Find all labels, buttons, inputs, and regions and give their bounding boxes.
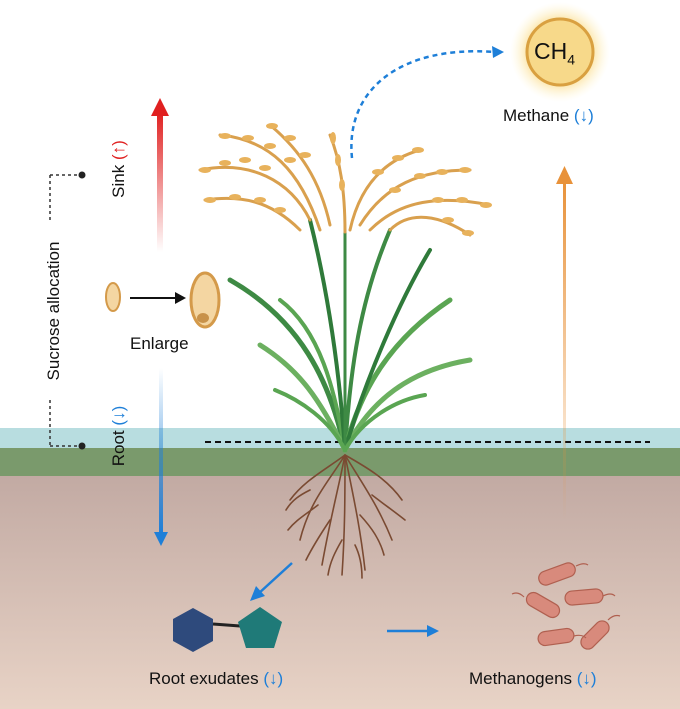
- root-exudates-decrease-arrow: (↓): [263, 669, 284, 688]
- sink-text: Sink: [109, 164, 128, 198]
- methanogens-decrease-arrow: (↓): [576, 669, 597, 688]
- methanogens-label: Methanogens (↓): [469, 669, 597, 689]
- root-exudates-text: Root exudates: [149, 669, 259, 688]
- methanogen-arrowhead: [427, 625, 439, 637]
- small-grain: [105, 282, 121, 312]
- molecule-bond: [212, 622, 241, 628]
- methane-arrowhead: [556, 166, 573, 184]
- emission-arrowhead: [492, 46, 504, 58]
- methanogen-bacteria: [525, 562, 610, 650]
- pentagon-molecule: [238, 607, 282, 648]
- hexagon-molecule: [173, 608, 213, 652]
- sink-arrow-shaft: [157, 112, 163, 252]
- large-grain: [189, 271, 221, 329]
- ch4-label: CH4: [534, 38, 575, 68]
- enlarge-label: Enlarge: [130, 334, 189, 354]
- root-decrease-arrow: (↓): [109, 405, 128, 426]
- exudate-arrow: [257, 562, 293, 595]
- sucrose-allocation-text: Sucrose allocation: [44, 241, 63, 381]
- sink-label: Sink (↑): [109, 139, 131, 199]
- sink-increase-arrow: (↑): [109, 140, 128, 161]
- methane-decrease-arrow: (↓): [573, 106, 594, 125]
- root-arrowhead: [154, 532, 168, 546]
- root-exudates-label: Root exudates (↓): [149, 669, 283, 689]
- bracket-dot-bottom: [78, 442, 86, 450]
- bacteria-flagella: [511, 563, 621, 639]
- ch4-subscript: 4: [567, 51, 576, 68]
- methane-label: Methane (↓): [503, 106, 594, 126]
- root-text: Root: [109, 430, 128, 467]
- enlarge-text: Enlarge: [130, 334, 189, 353]
- soil-layer: [0, 476, 680, 709]
- ch4-circle: [525, 17, 595, 87]
- emission-arrow: [350, 50, 496, 159]
- methane-arrow-shaft: [563, 180, 566, 520]
- methanogens-text: Methanogens: [469, 669, 573, 688]
- enlarge-arrowhead: [175, 292, 186, 304]
- root-arrow-shaft: [159, 368, 163, 534]
- exudate-arrowhead: [250, 586, 265, 601]
- root-system: [285, 454, 406, 579]
- ch4-text: CH: [534, 38, 568, 64]
- methane-text: Methane: [503, 106, 570, 125]
- sink-arrowhead: [151, 98, 169, 116]
- sucrose-allocation-label: Sucrose allocation: [44, 236, 66, 386]
- sucrose-bracket: [49, 174, 82, 447]
- root-label: Root (↓): [109, 404, 131, 468]
- rice-leaves: [227, 218, 473, 453]
- rice-grains: [199, 123, 492, 236]
- large-grain-embryo: [197, 313, 209, 323]
- bracket-dot-top: [78, 171, 86, 179]
- rice-panicles: [198, 123, 492, 237]
